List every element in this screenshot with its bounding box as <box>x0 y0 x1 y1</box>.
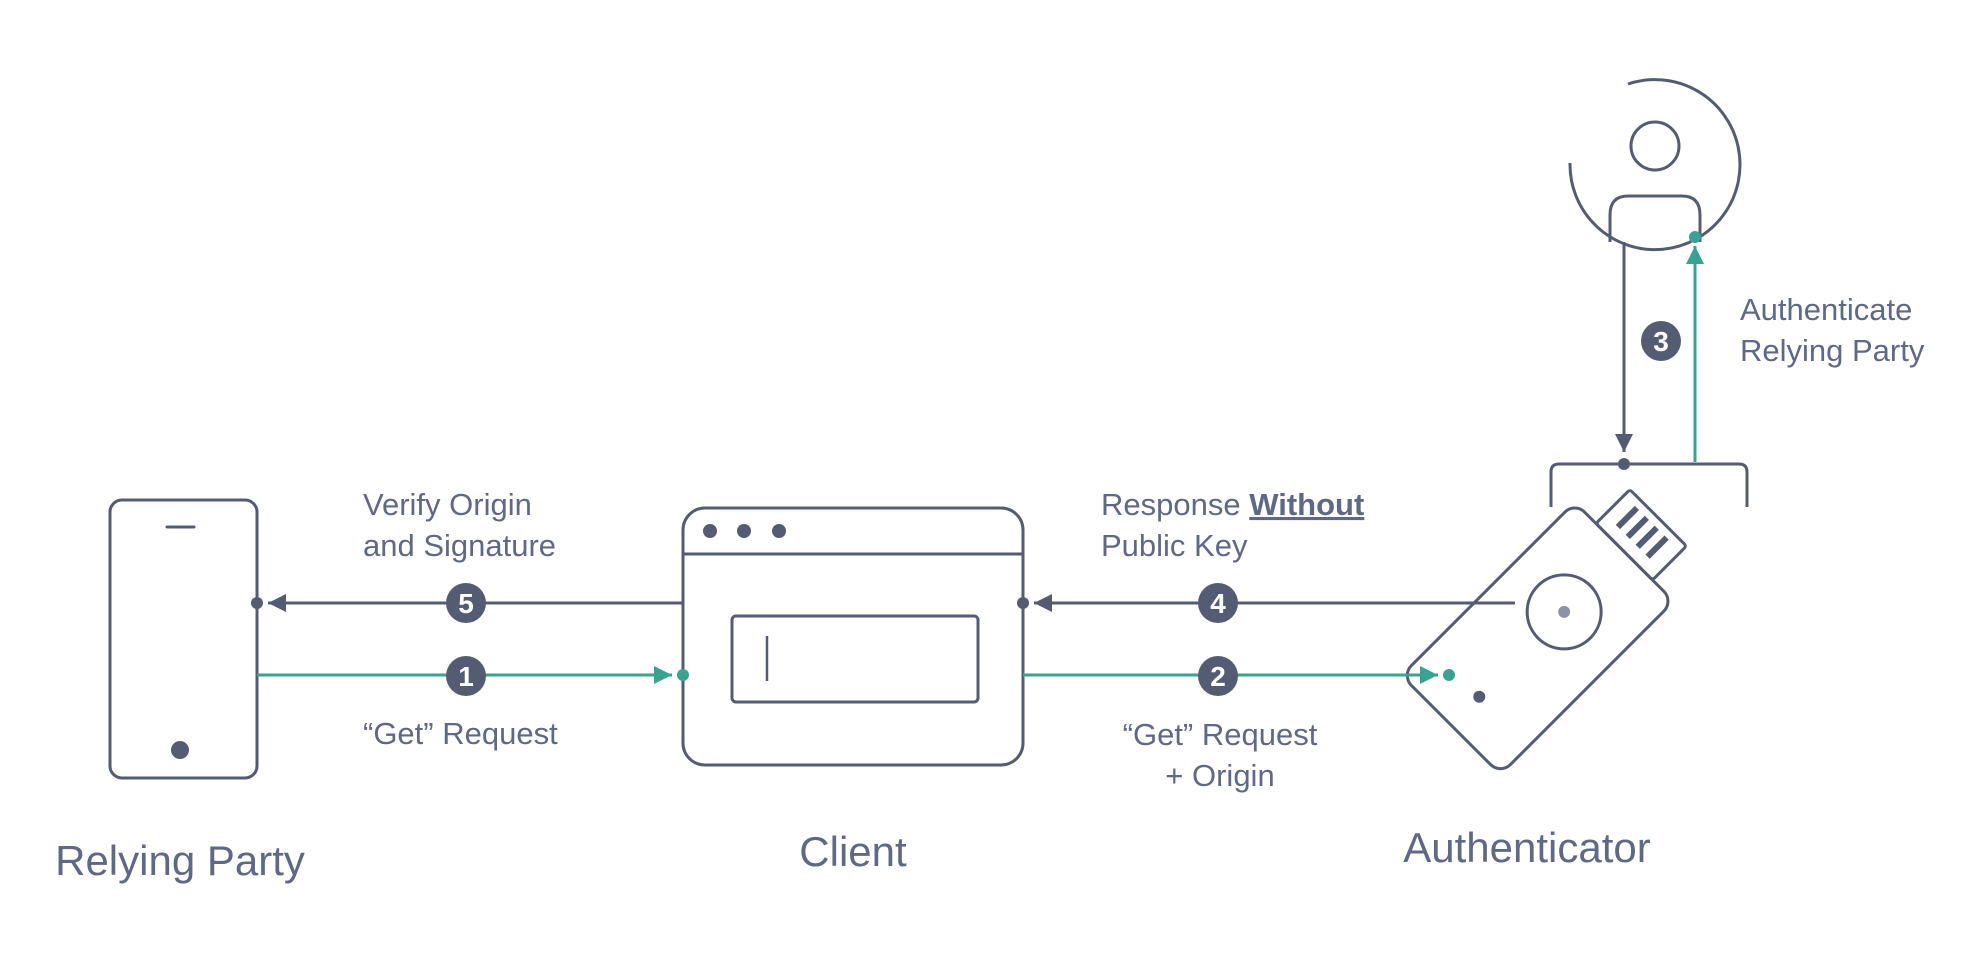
step5-label-line1: Verify Origin <box>363 487 532 522</box>
step1-number: 1 <box>458 661 474 692</box>
authenticator-title: Authenticator <box>1403 824 1651 871</box>
step3-badge <box>1641 321 1681 361</box>
step2-endpoint <box>1443 669 1455 681</box>
step5-endpoint <box>251 597 263 609</box>
step2-badge <box>1198 656 1238 696</box>
relying-party-title: Relying Party <box>55 837 305 884</box>
step3-number: 3 <box>1653 326 1669 357</box>
step1-endpoint <box>677 669 689 681</box>
user-icon <box>1568 78 1742 252</box>
step1-badge <box>446 656 486 696</box>
step5-number: 5 <box>458 588 474 619</box>
step3-up-endpoint <box>1689 231 1701 243</box>
step3-label-line2: Relying Party <box>1740 333 1925 368</box>
step4-endpoint <box>1017 597 1029 609</box>
step3-down-endpoint <box>1618 458 1630 470</box>
step4-label-prefix: Response <box>1101 487 1249 522</box>
step4-badge <box>1198 583 1238 623</box>
phone-icon <box>108 498 259 780</box>
step4-label-line2: Public Key <box>1101 528 1248 563</box>
step2-label-line2: + Origin <box>1165 758 1274 793</box>
security-key-icon <box>1405 489 1687 771</box>
step4-label-emphasis: Without <box>1249 487 1364 522</box>
step2-label-line1: “Get” Request <box>1123 717 1318 752</box>
authenticator-bracket <box>1549 462 1749 507</box>
step1-label: “Get” Request <box>363 716 558 751</box>
browser-window-icon <box>681 506 1025 767</box>
step2-number: 2 <box>1210 661 1226 692</box>
step5-label-line2: and Signature <box>363 528 556 563</box>
client-title: Client <box>799 828 907 875</box>
step4-label-line1: Response Without <box>1101 487 1364 522</box>
step5-badge <box>446 583 486 623</box>
step4-number: 4 <box>1210 588 1226 619</box>
step3-label-line1: Authenticate <box>1740 292 1912 327</box>
